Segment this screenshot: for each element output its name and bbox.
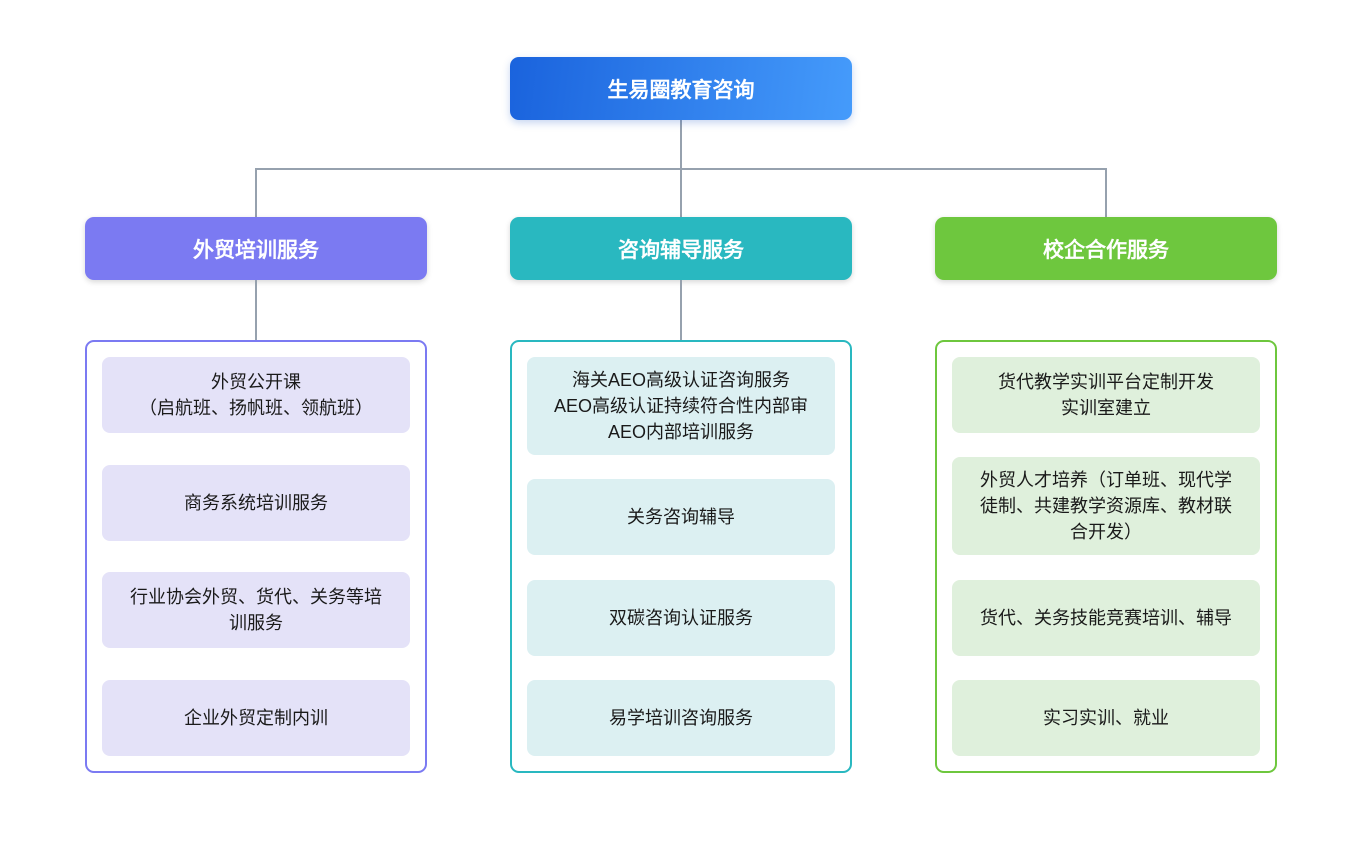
service-item: 关务咨询辅导 xyxy=(527,479,835,556)
branch-header: 校企合作服务 xyxy=(935,217,1277,280)
branch-header-label: 咨询辅导服务 xyxy=(618,238,744,262)
service-item: 实习实训、就业 xyxy=(952,679,1260,756)
connector-root-stem xyxy=(680,120,682,168)
branch-header: 咨询辅导服务 xyxy=(510,217,852,280)
service-item: 货代教学实训平台定制开发 实训室建立 xyxy=(952,357,1260,433)
branch-header-label: 校企合作服务 xyxy=(1043,238,1169,262)
connector-drop-branch-2 xyxy=(680,168,682,217)
branch-container: 货代教学实训平台定制开发 实训室建立 外贸人才培养（订单班、现代学 徒制、共建教… xyxy=(935,340,1277,773)
service-item: 易学培训咨询服务 xyxy=(527,679,835,756)
branch-container: 海关AEO高级认证咨询服务 AEO高级认证持续符合性内部审 AEO内部培训服务 … xyxy=(510,340,852,773)
service-item: 商务系统培训服务 xyxy=(102,464,410,541)
branch-column-3: 校企合作服务 货代教学实训平台定制开发 实训室建立 外贸人才培养（订单班、现代学… xyxy=(935,217,1277,773)
connector-drop-branch-1 xyxy=(255,168,257,217)
connector-drop-branch-3 xyxy=(1105,168,1107,217)
branch-header: 外贸培训服务 xyxy=(85,217,427,280)
root-node: 生易圈教育咨询 xyxy=(510,57,852,120)
service-item: 货代、关务技能竞赛培训、辅导 xyxy=(952,579,1260,656)
service-item: 外贸人才培养（订单班、现代学 徒制、共建教学资源库、教材联 合开发） xyxy=(952,457,1260,556)
service-item: 企业外贸定制内训 xyxy=(102,679,410,756)
service-item: 外贸公开课 （启航班、扬帆班、领航班） xyxy=(102,357,410,433)
branch-column-1: 外贸培训服务 外贸公开课 （启航班、扬帆班、领航班） 商务系统培训服务 行业协会… xyxy=(85,217,427,773)
branch-container: 外贸公开课 （启航班、扬帆班、领航班） 商务系统培训服务 行业协会外贸、货代、关… xyxy=(85,340,427,773)
root-node-label: 生易圈教育咨询 xyxy=(607,78,755,102)
branch-header-label: 外贸培训服务 xyxy=(193,238,319,262)
branch-column-2: 咨询辅导服务 海关AEO高级认证咨询服务 AEO高级认证持续符合性内部审 AEO… xyxy=(510,217,852,773)
service-item: 双碳咨询认证服务 xyxy=(527,579,835,656)
service-item: 行业协会外贸、货代、关务等培 训服务 xyxy=(102,572,410,649)
connector-header-to-container xyxy=(255,280,257,340)
connector-header-to-container xyxy=(680,280,682,340)
service-item: 海关AEO高级认证咨询服务 AEO高级认证持续符合性内部审 AEO内部培训服务 xyxy=(527,357,835,455)
